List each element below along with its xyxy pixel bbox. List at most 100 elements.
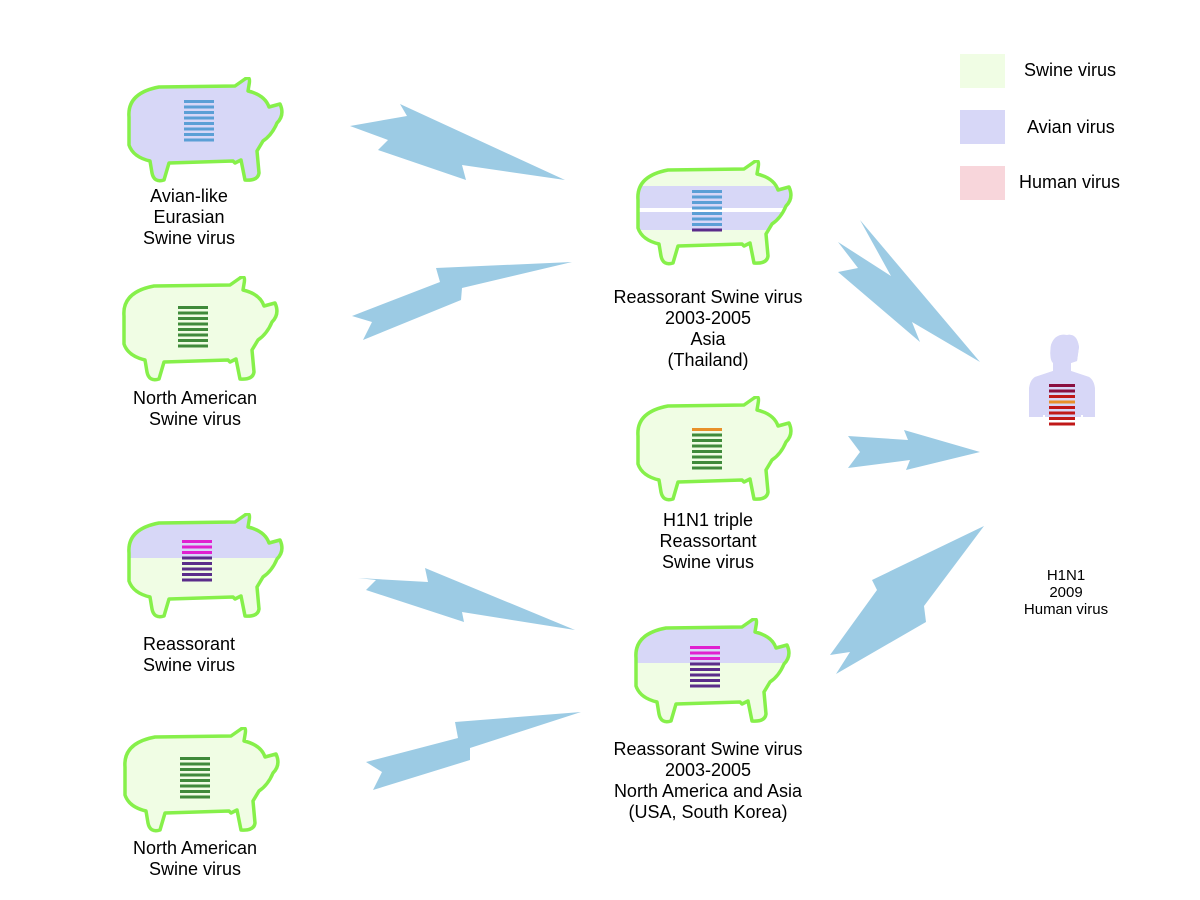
gene-segment xyxy=(182,573,212,576)
gene-segment xyxy=(182,567,212,571)
gene-segment xyxy=(692,201,722,204)
gene-segment xyxy=(690,662,720,666)
arrow-na-bottom-to-na-asia xyxy=(366,712,581,790)
gene-segment xyxy=(180,757,210,760)
gene-segment xyxy=(692,461,722,464)
gene-segment xyxy=(690,684,720,688)
gene-segments xyxy=(184,100,214,142)
gene-segment xyxy=(184,133,214,136)
arrow-na-to-asia xyxy=(352,262,572,340)
gene-segment xyxy=(1049,417,1075,420)
legend-label-human: Human virus xyxy=(1019,172,1121,192)
gene-segment xyxy=(690,673,720,677)
gene-segment xyxy=(182,556,212,560)
gene-segment xyxy=(178,306,208,309)
legend-label-avian: Avian virus xyxy=(1027,117,1115,137)
pig-reassorant-na-asia xyxy=(634,618,791,724)
human-figure xyxy=(1029,335,1095,535)
arrow-avian-to-asia xyxy=(350,104,565,180)
gene-segment xyxy=(184,122,214,125)
gene-segment xyxy=(692,428,722,431)
gene-segment xyxy=(692,444,722,448)
gene-segments xyxy=(690,646,720,688)
gene-segment xyxy=(1049,384,1075,387)
gene-segment xyxy=(180,790,210,793)
pig-avian-like-eurasian xyxy=(127,77,284,183)
legend-swatch-human xyxy=(960,166,1005,200)
gene-segment xyxy=(690,651,720,655)
pig-north-american-top xyxy=(122,276,279,382)
pig-reassorant-asia xyxy=(632,160,793,266)
gene-segment xyxy=(180,779,210,782)
pig-reassorant xyxy=(127,513,284,619)
gene-segment xyxy=(692,433,722,437)
gene-segment xyxy=(1049,406,1075,409)
gene-segment xyxy=(692,455,722,459)
gene-segment xyxy=(1049,422,1075,426)
gene-segment xyxy=(180,768,210,771)
gene-segment xyxy=(178,311,208,315)
gene-segment xyxy=(180,762,210,766)
gene-segments xyxy=(1049,384,1075,426)
gene-segment xyxy=(692,466,722,470)
gene-segments xyxy=(180,757,210,799)
gene-segment xyxy=(184,100,214,103)
gene-segment xyxy=(692,190,722,193)
gene-segment xyxy=(184,111,214,114)
gene-segment xyxy=(184,138,214,142)
gene-segment xyxy=(178,339,208,342)
gene-segment xyxy=(692,450,722,453)
gene-segments xyxy=(692,190,722,232)
gene-segment xyxy=(182,578,212,582)
gene-segment xyxy=(692,195,722,199)
gene-segment xyxy=(692,223,722,226)
gene-segment xyxy=(178,317,208,320)
gene-segment xyxy=(1049,395,1075,398)
gene-segment xyxy=(690,657,720,660)
gene-segment xyxy=(692,228,722,232)
pig-north-american-bottom xyxy=(123,727,280,833)
gene-segment xyxy=(182,562,212,565)
gene-segments xyxy=(178,306,208,348)
arrow-reassorant-to-na-asia xyxy=(358,568,575,630)
gene-segments xyxy=(182,540,212,582)
gene-segment xyxy=(184,105,214,109)
gene-segment xyxy=(690,679,720,682)
gene-segment xyxy=(178,333,208,337)
gene-segment xyxy=(1049,389,1075,393)
gene-segment xyxy=(690,646,720,649)
gene-segment xyxy=(180,795,210,799)
gene-segment xyxy=(180,773,210,777)
arrow-asia-to-human xyxy=(838,220,980,362)
gene-segment xyxy=(178,322,208,326)
gene-segment xyxy=(692,212,722,215)
gene-segment xyxy=(184,116,214,120)
arrow-na-asia-to-human xyxy=(830,526,984,674)
arrow-triple-to-human xyxy=(848,430,980,470)
gene-segment xyxy=(182,540,212,543)
gene-segment xyxy=(692,206,722,210)
transmission-arrows xyxy=(350,104,984,790)
gene-segment xyxy=(1049,411,1075,415)
gene-segment xyxy=(178,328,208,331)
legend-label-swine: Swine virus xyxy=(1024,60,1117,80)
gene-segment xyxy=(178,344,208,348)
legend-swatch-swine xyxy=(960,54,1005,88)
gene-segment xyxy=(1049,400,1075,404)
gene-segments xyxy=(692,428,722,470)
legend-swatch-avian xyxy=(960,110,1005,144)
gene-segment xyxy=(690,668,720,671)
gene-segment xyxy=(184,127,214,131)
gene-segment xyxy=(692,217,722,221)
gene-segment xyxy=(182,545,212,549)
gene-segment xyxy=(692,439,722,442)
gene-segment xyxy=(180,784,210,788)
